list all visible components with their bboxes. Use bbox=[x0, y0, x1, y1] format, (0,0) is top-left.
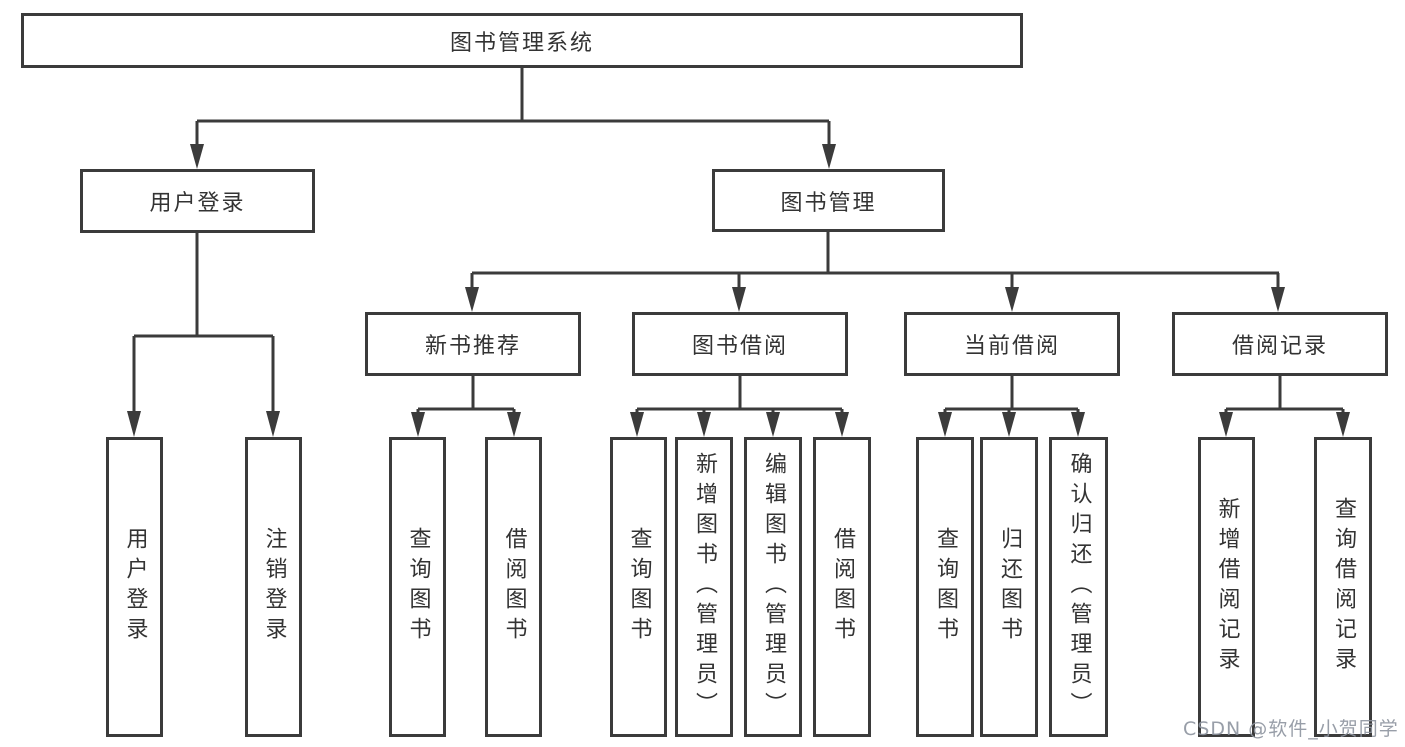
node-current-borrow: 当前借阅 bbox=[904, 312, 1120, 376]
node-new-book-recommend: 新书推荐 bbox=[365, 312, 581, 376]
leaf-user-login: 用户登录 bbox=[106, 437, 163, 737]
leaf-borrow-books-recommend: 借阅图书 bbox=[485, 437, 542, 737]
leaf-add-book-admin: 新增图书（管理员） bbox=[675, 437, 733, 737]
csdn-watermark: CSDN @软件_小贺同学 bbox=[1183, 718, 1399, 740]
leaf-query-books-current: 查询图书 bbox=[916, 437, 974, 737]
leaf-return-book: 归还图书 bbox=[980, 437, 1038, 737]
leaf-query-borrow-record: 查询借阅记录 bbox=[1314, 437, 1372, 737]
arrowheads bbox=[127, 144, 1350, 437]
node-book-borrow: 图书借阅 bbox=[632, 312, 848, 376]
node-book-management: 图书管理 bbox=[712, 169, 945, 232]
leaf-borrow-books: 借阅图书 bbox=[813, 437, 871, 737]
node-library-system: 图书管理系统 bbox=[21, 13, 1023, 68]
node-user-login: 用户登录 bbox=[80, 169, 315, 233]
leaf-query-books-borrow: 查询图书 bbox=[610, 437, 667, 737]
node-borrow-records: 借阅记录 bbox=[1172, 312, 1388, 376]
leaf-edit-book-admin: 编辑图书（管理员） bbox=[744, 437, 802, 737]
leaf-add-borrow-record: 新增借阅记录 bbox=[1198, 437, 1255, 737]
leaf-query-books-recommend: 查询图书 bbox=[389, 437, 446, 737]
leaf-confirm-return-admin: 确认归还（管理员） bbox=[1049, 437, 1108, 737]
leaf-logout: 注销登录 bbox=[245, 437, 302, 737]
